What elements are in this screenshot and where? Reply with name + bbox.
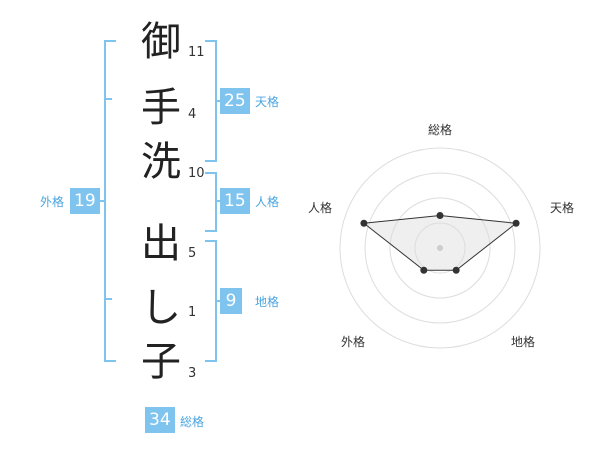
tenkaku-label: 天格 <box>255 95 280 109</box>
radar-label-tenkaku: 天格 <box>549 201 574 215</box>
radar-label-soukaku: 総格 <box>427 123 452 137</box>
soukaku-badge: 34 <box>145 407 175 433</box>
jinkaku-bracket <box>205 172 217 232</box>
tenkaku-tick <box>215 100 221 102</box>
radar-points <box>360 212 520 274</box>
name-char-6: 子 <box>141 339 181 385</box>
gaikaku-tick-top <box>104 98 112 100</box>
radar-label-jinkaku: 人格 <box>307 201 332 215</box>
radar-rings <box>339 147 541 349</box>
radar-label-chikaku: 地格 <box>510 335 535 349</box>
gaikaku-badge: 19 <box>70 188 100 214</box>
radar-point-3 <box>452 266 460 274</box>
stroke-count-2: 4 <box>188 107 197 122</box>
radar-ring <box>414 222 466 274</box>
stroke-count-5: 1 <box>188 305 197 320</box>
gaikaku-tick-bottom <box>104 298 112 300</box>
name-char-4: 出 <box>141 221 181 267</box>
name-char-3: 洗 <box>141 139 181 185</box>
gaikaku-bracket <box>104 40 116 362</box>
jinkaku-label: 人格 <box>255 195 280 209</box>
chikaku-tick <box>215 300 221 302</box>
stroke-count-1: 11 <box>188 45 205 60</box>
radar-point-2 <box>512 219 520 227</box>
radar-ring <box>364 172 516 324</box>
radar-label-gaikaku: 外格 <box>340 335 365 349</box>
chikaku-label: 地格 <box>255 295 280 309</box>
radar-chart <box>339 147 541 349</box>
stroke-count-4: 5 <box>188 246 197 261</box>
name-char-2: 手 <box>141 85 181 131</box>
jinkaku-tick <box>215 200 221 202</box>
radar-ring <box>389 197 491 299</box>
radar-polygon <box>362 214 518 271</box>
name-char-5: し <box>141 285 181 331</box>
gaikaku-label: 外格 <box>40 195 65 209</box>
chikaku-badge: 9 <box>220 288 242 314</box>
tenkaku-badge: 25 <box>220 88 250 114</box>
name-char-1: 御 <box>141 19 181 65</box>
jinkaku-badge: 15 <box>220 188 250 214</box>
radar-center-dot <box>437 245 443 251</box>
radar-ring <box>339 147 541 349</box>
radar-point-4 <box>420 266 428 274</box>
stroke-count-6: 3 <box>188 366 197 381</box>
radar-point-5 <box>360 219 368 227</box>
stroke-count-3: 10 <box>188 166 205 181</box>
soukaku-label: 総格 <box>180 415 205 429</box>
radar-point-1 <box>436 212 444 219</box>
